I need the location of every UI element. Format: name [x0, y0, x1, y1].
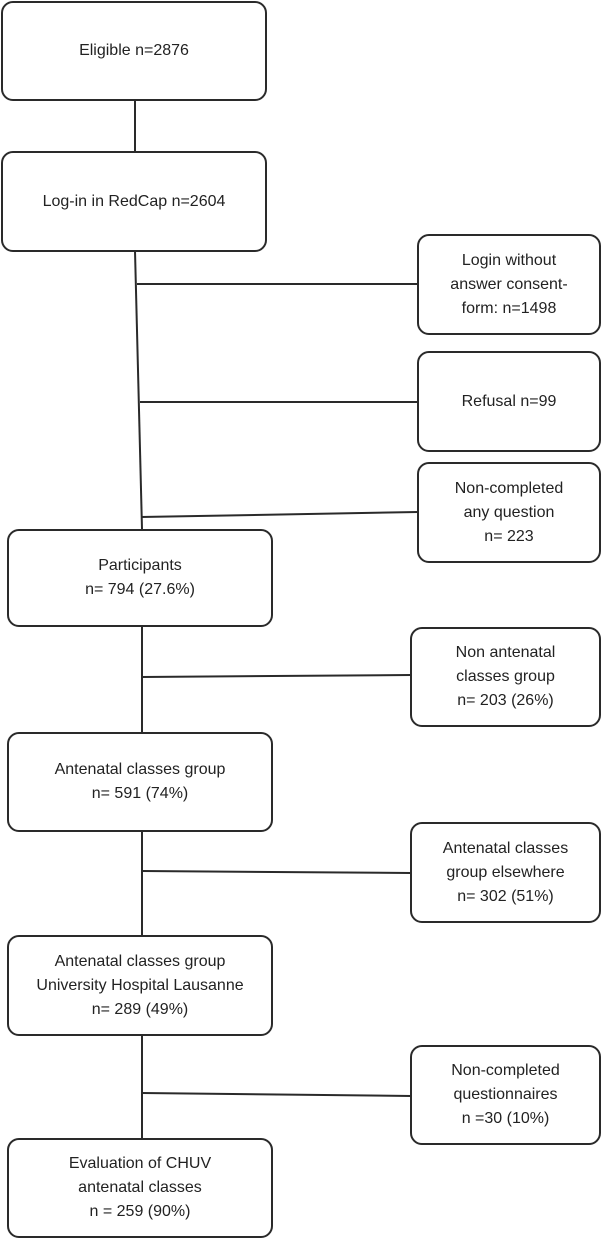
- box-antenatal-classes-elsewhere: Antenatal classes group elsewhere n= 302 (…: [410, 822, 601, 923]
- box-text-line: any question: [463, 503, 555, 521]
- box-text-line: Log-in in RedCap n=2604: [42, 192, 226, 210]
- connector-branch-non-completed-any: [140, 511, 419, 518]
- connector-branch-non-completed-questionnaires: [141, 1092, 412, 1097]
- box-text-line: form: n=1498: [461, 299, 557, 317]
- box-text-line: Antenatal classes: [442, 839, 569, 857]
- box-text-line: n= 223: [484, 527, 534, 545]
- box-text-line: Non-completed: [454, 479, 564, 497]
- box-text-line: Antenatal classes group: [54, 761, 226, 778]
- box-text-line: classes group: [456, 668, 555, 685]
- box-login-redcap: Log-in in RedCap n=2604: [1, 151, 267, 252]
- box-text-line: n =30 (10%): [461, 1110, 550, 1127]
- box-refusal: Refusal n=99: [417, 351, 601, 452]
- connector-login-participants: [134, 250, 143, 530]
- box-text-line: n= 302 (51%): [457, 887, 554, 905]
- box-participants: Participants n= 794 (27.6%): [7, 529, 273, 627]
- box-text-line: n= 794 (27.6%): [85, 581, 195, 598]
- box-text-line: questionnaires: [453, 1086, 558, 1103]
- box-text-line: n= 289 (49%): [91, 1000, 189, 1018]
- connector-branch-non-antenatal: [141, 674, 412, 678]
- box-text-line: Refusal n=99: [461, 392, 557, 410]
- box-text-line: group elsewhere: [446, 863, 565, 881]
- box-text-line: Login without: [461, 251, 557, 269]
- box-text-line: Evaluation of CHUV: [68, 1155, 212, 1172]
- box-text-line: antenatal classes: [78, 1179, 202, 1196]
- box-text-line: Antenatal classes group: [54, 952, 226, 970]
- box-non-completed-any-question: Non-completed any question n= 223: [417, 462, 601, 563]
- box-text-line: Participants: [98, 557, 182, 574]
- box-text-line: University Hospital Lausanne: [36, 976, 244, 994]
- box-non-completed-questionnaires: Non-completed questionnaires n =30 (10%): [410, 1045, 601, 1145]
- box-evaluation-chuv: Evaluation of CHUV antenatal classes n = 2…: [7, 1138, 273, 1238]
- box-text-line: answer consent-: [450, 275, 568, 293]
- box-non-antenatal-classes: Non antenatal classes group n= 203 (26%): [410, 627, 601, 727]
- box-text-line: n= 591 (74%): [91, 785, 189, 802]
- connector-branch-antenatal-elsewhere: [141, 870, 412, 874]
- box-login-without-consent: Login without answer consent-form: n=1498: [417, 234, 601, 335]
- box-text-line: Non antenatal: [455, 644, 556, 661]
- box-eligible: Eligible n=2876: [1, 1, 267, 101]
- box-antenatal-classes-group: Antenatal classes group n= 591 (74%): [7, 732, 273, 832]
- box-text-line: Eligible n=2876: [79, 42, 189, 59]
- box-text-line: n= 203 (26%): [457, 692, 554, 709]
- box-text-line: Non-completed: [451, 1062, 560, 1079]
- box-text-line: n = 259 (90%): [89, 1203, 191, 1220]
